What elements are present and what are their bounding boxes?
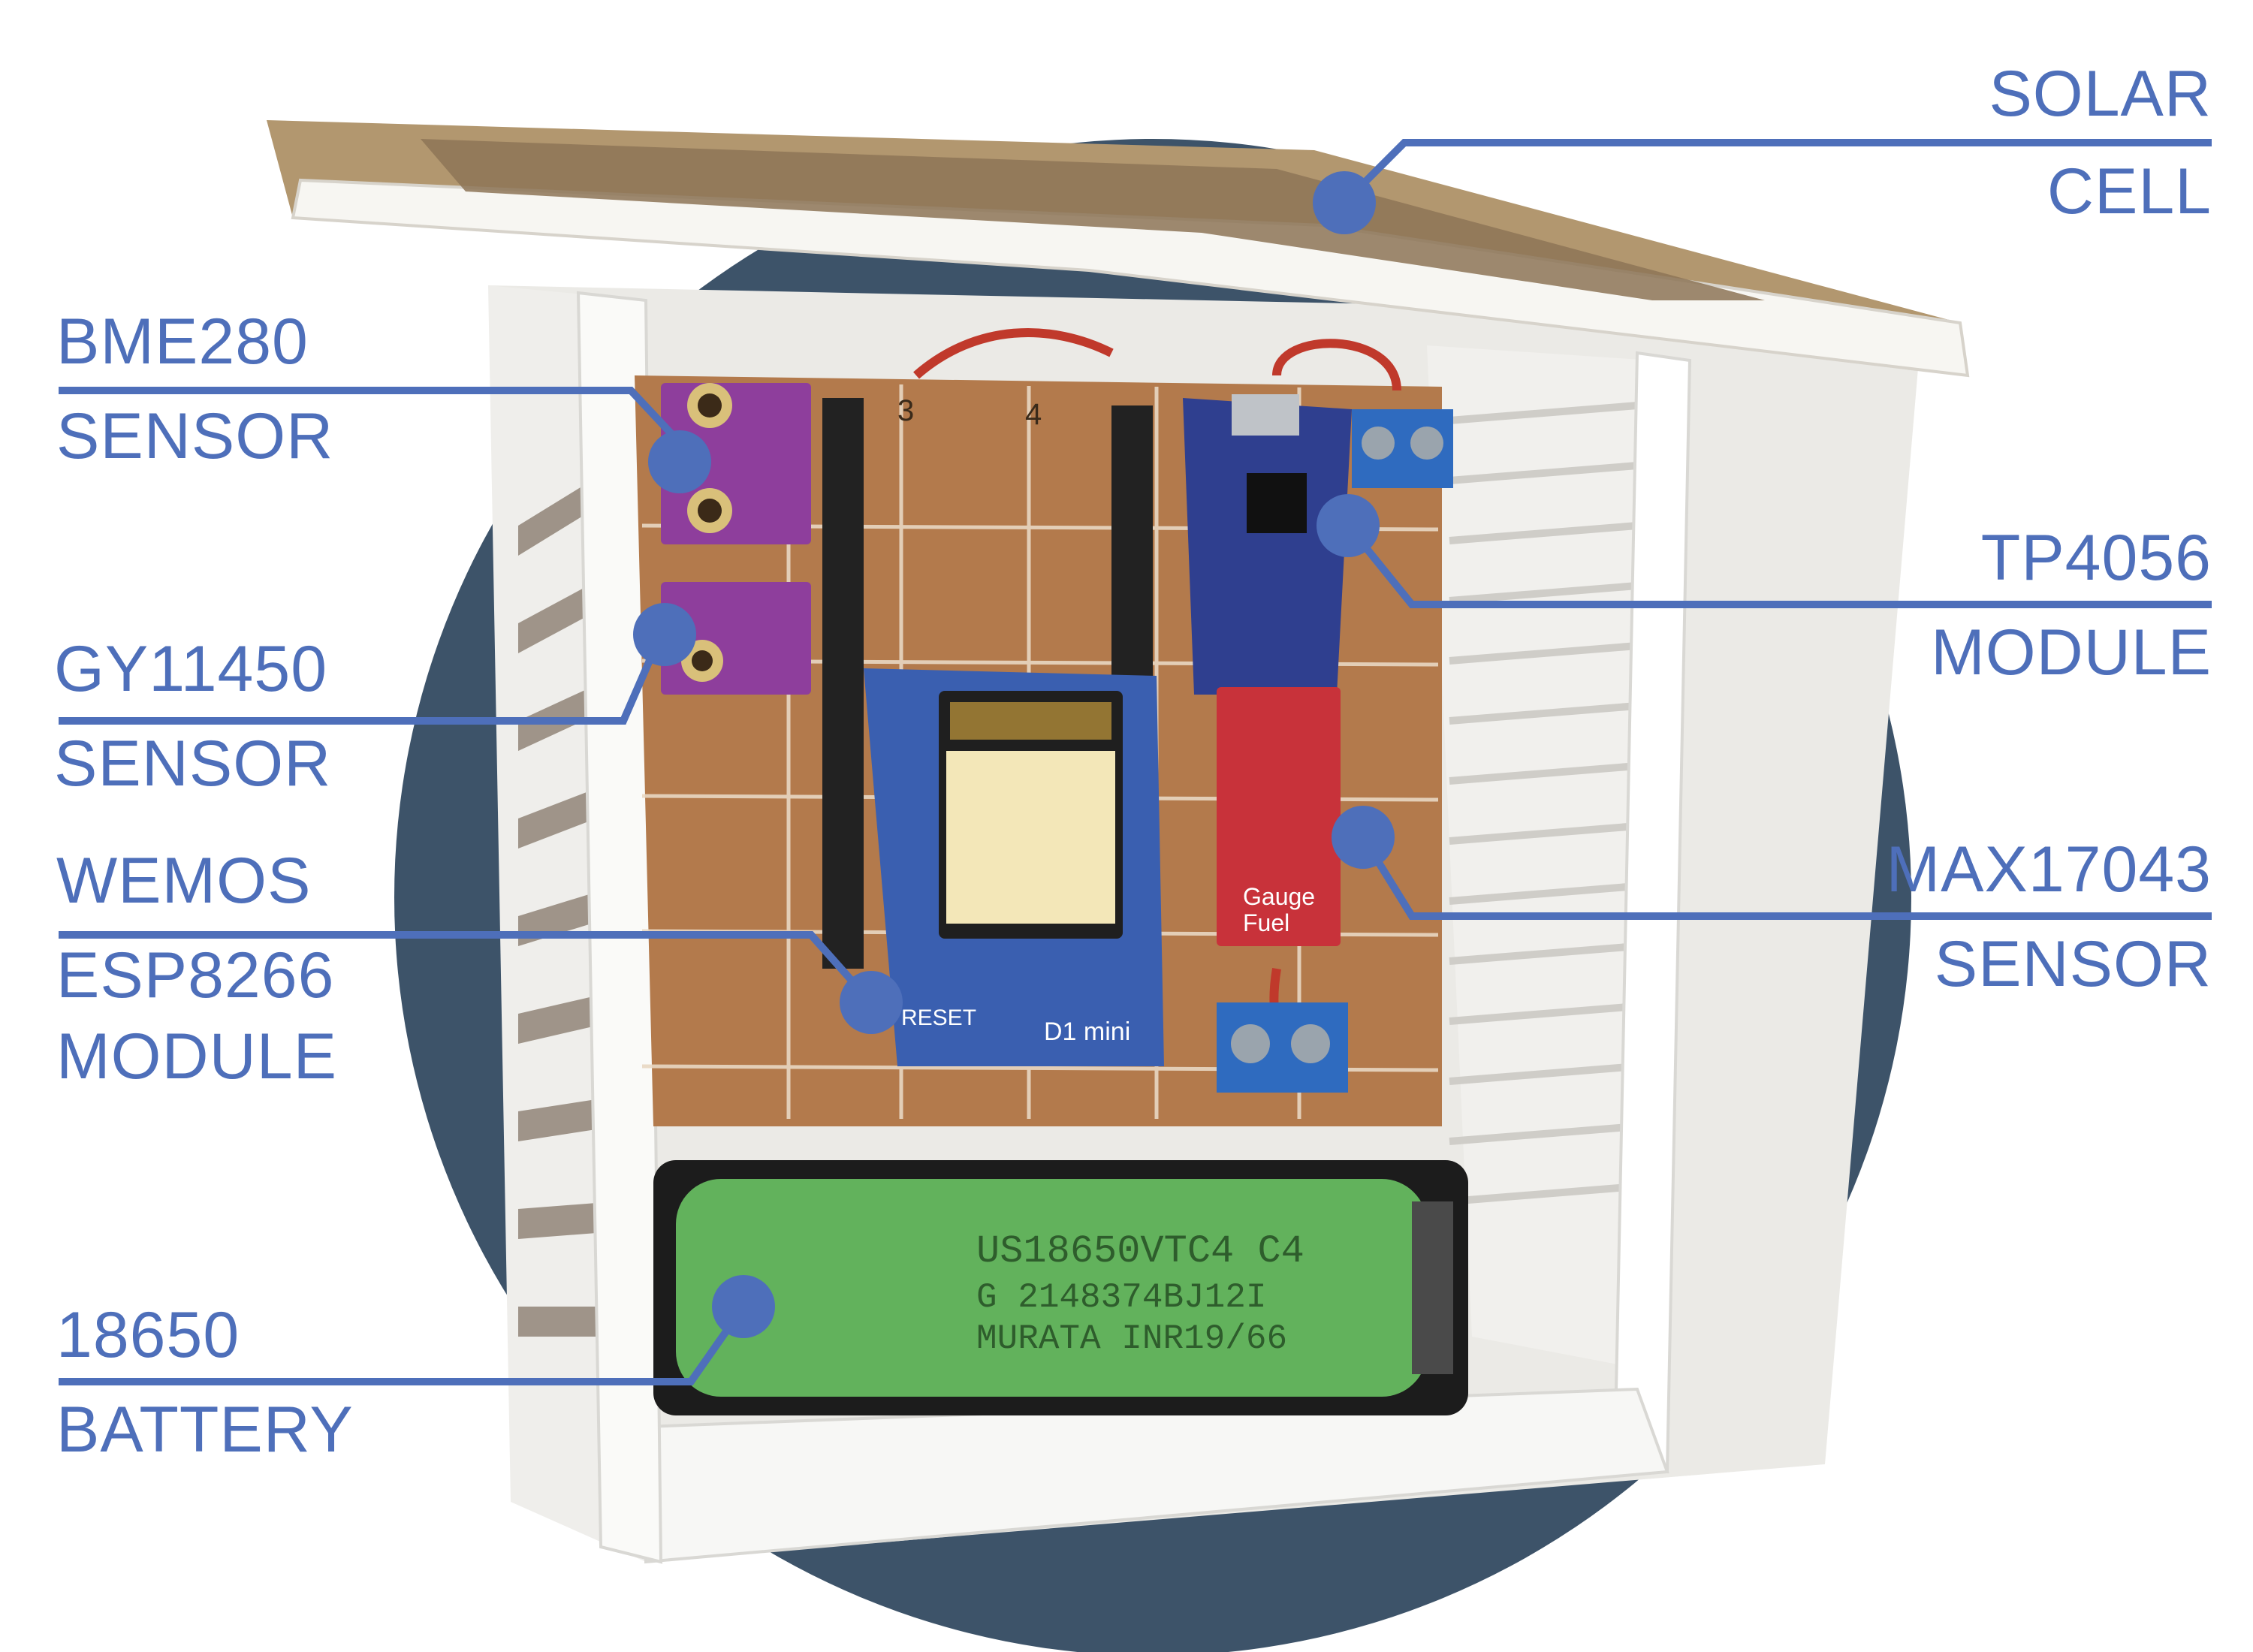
wemos-reset-print: RESET bbox=[901, 1005, 976, 1030]
screw-terminal bbox=[1217, 1002, 1348, 1093]
bme280-board bbox=[661, 383, 811, 544]
leader-tp4056 bbox=[1345, 523, 2212, 608]
max17043-board: Fuel Gauge bbox=[1217, 687, 1341, 946]
pcb-mark-3: 3 bbox=[897, 394, 914, 427]
pointer-dot-icon bbox=[840, 971, 903, 1034]
battery-holder: US18650VTC4 C4 G 2148374BJ12I MURATA INR… bbox=[653, 1160, 1468, 1415]
label-tp4056: TP4056 MODULE bbox=[1931, 522, 2212, 689]
solar-cell-surface bbox=[421, 139, 1765, 300]
tp4056-board bbox=[1183, 394, 1453, 695]
right-louvers bbox=[1449, 402, 1638, 1205]
label-gy11450: GY11450 SENSOR bbox=[54, 633, 332, 800]
pointer-dot-icon bbox=[633, 603, 696, 666]
pointer-dots bbox=[633, 171, 1395, 1338]
leader-bme280 bbox=[59, 387, 690, 454]
leader-gy11450 bbox=[59, 633, 665, 725]
wemos-board: RESET D1 mini bbox=[864, 668, 1164, 1066]
header-pins bbox=[822, 398, 1153, 969]
pcb-mark-4: 4 bbox=[1025, 398, 1042, 431]
battery-cell bbox=[676, 1179, 1427, 1397]
solar-panel-roof bbox=[267, 120, 1970, 378]
label-wemos: WEMOS ESP8266 MODULE bbox=[56, 845, 337, 1093]
label-battery: 18650 BATTERY bbox=[56, 1299, 354, 1466]
battery-print-2: G 2148374BJ12I bbox=[976, 1278, 1266, 1317]
pointer-dot-icon bbox=[1317, 494, 1380, 557]
label-bme280: BME280 SENSOR bbox=[56, 306, 334, 472]
pointer-dot-icon bbox=[648, 430, 711, 493]
label-solar-cell: SOLAR CELL bbox=[1989, 58, 2212, 228]
pointer-dot-icon bbox=[1332, 806, 1395, 869]
fuel-gauge-print-2: Gauge bbox=[1243, 883, 1315, 910]
battery-print-1: US18650VTC4 C4 bbox=[976, 1229, 1304, 1274]
pointer-dot-icon bbox=[1313, 171, 1376, 234]
battery-print-3: MURATA INR19/66 bbox=[976, 1319, 1287, 1358]
wemos-d1mini-print: D1 mini bbox=[1044, 1017, 1130, 1046]
fuel-gauge-print-1: Fuel bbox=[1243, 909, 1289, 936]
label-max17043: MAX17043 SENSOR bbox=[1886, 834, 2212, 1000]
pointer-dot-icon bbox=[712, 1275, 775, 1338]
